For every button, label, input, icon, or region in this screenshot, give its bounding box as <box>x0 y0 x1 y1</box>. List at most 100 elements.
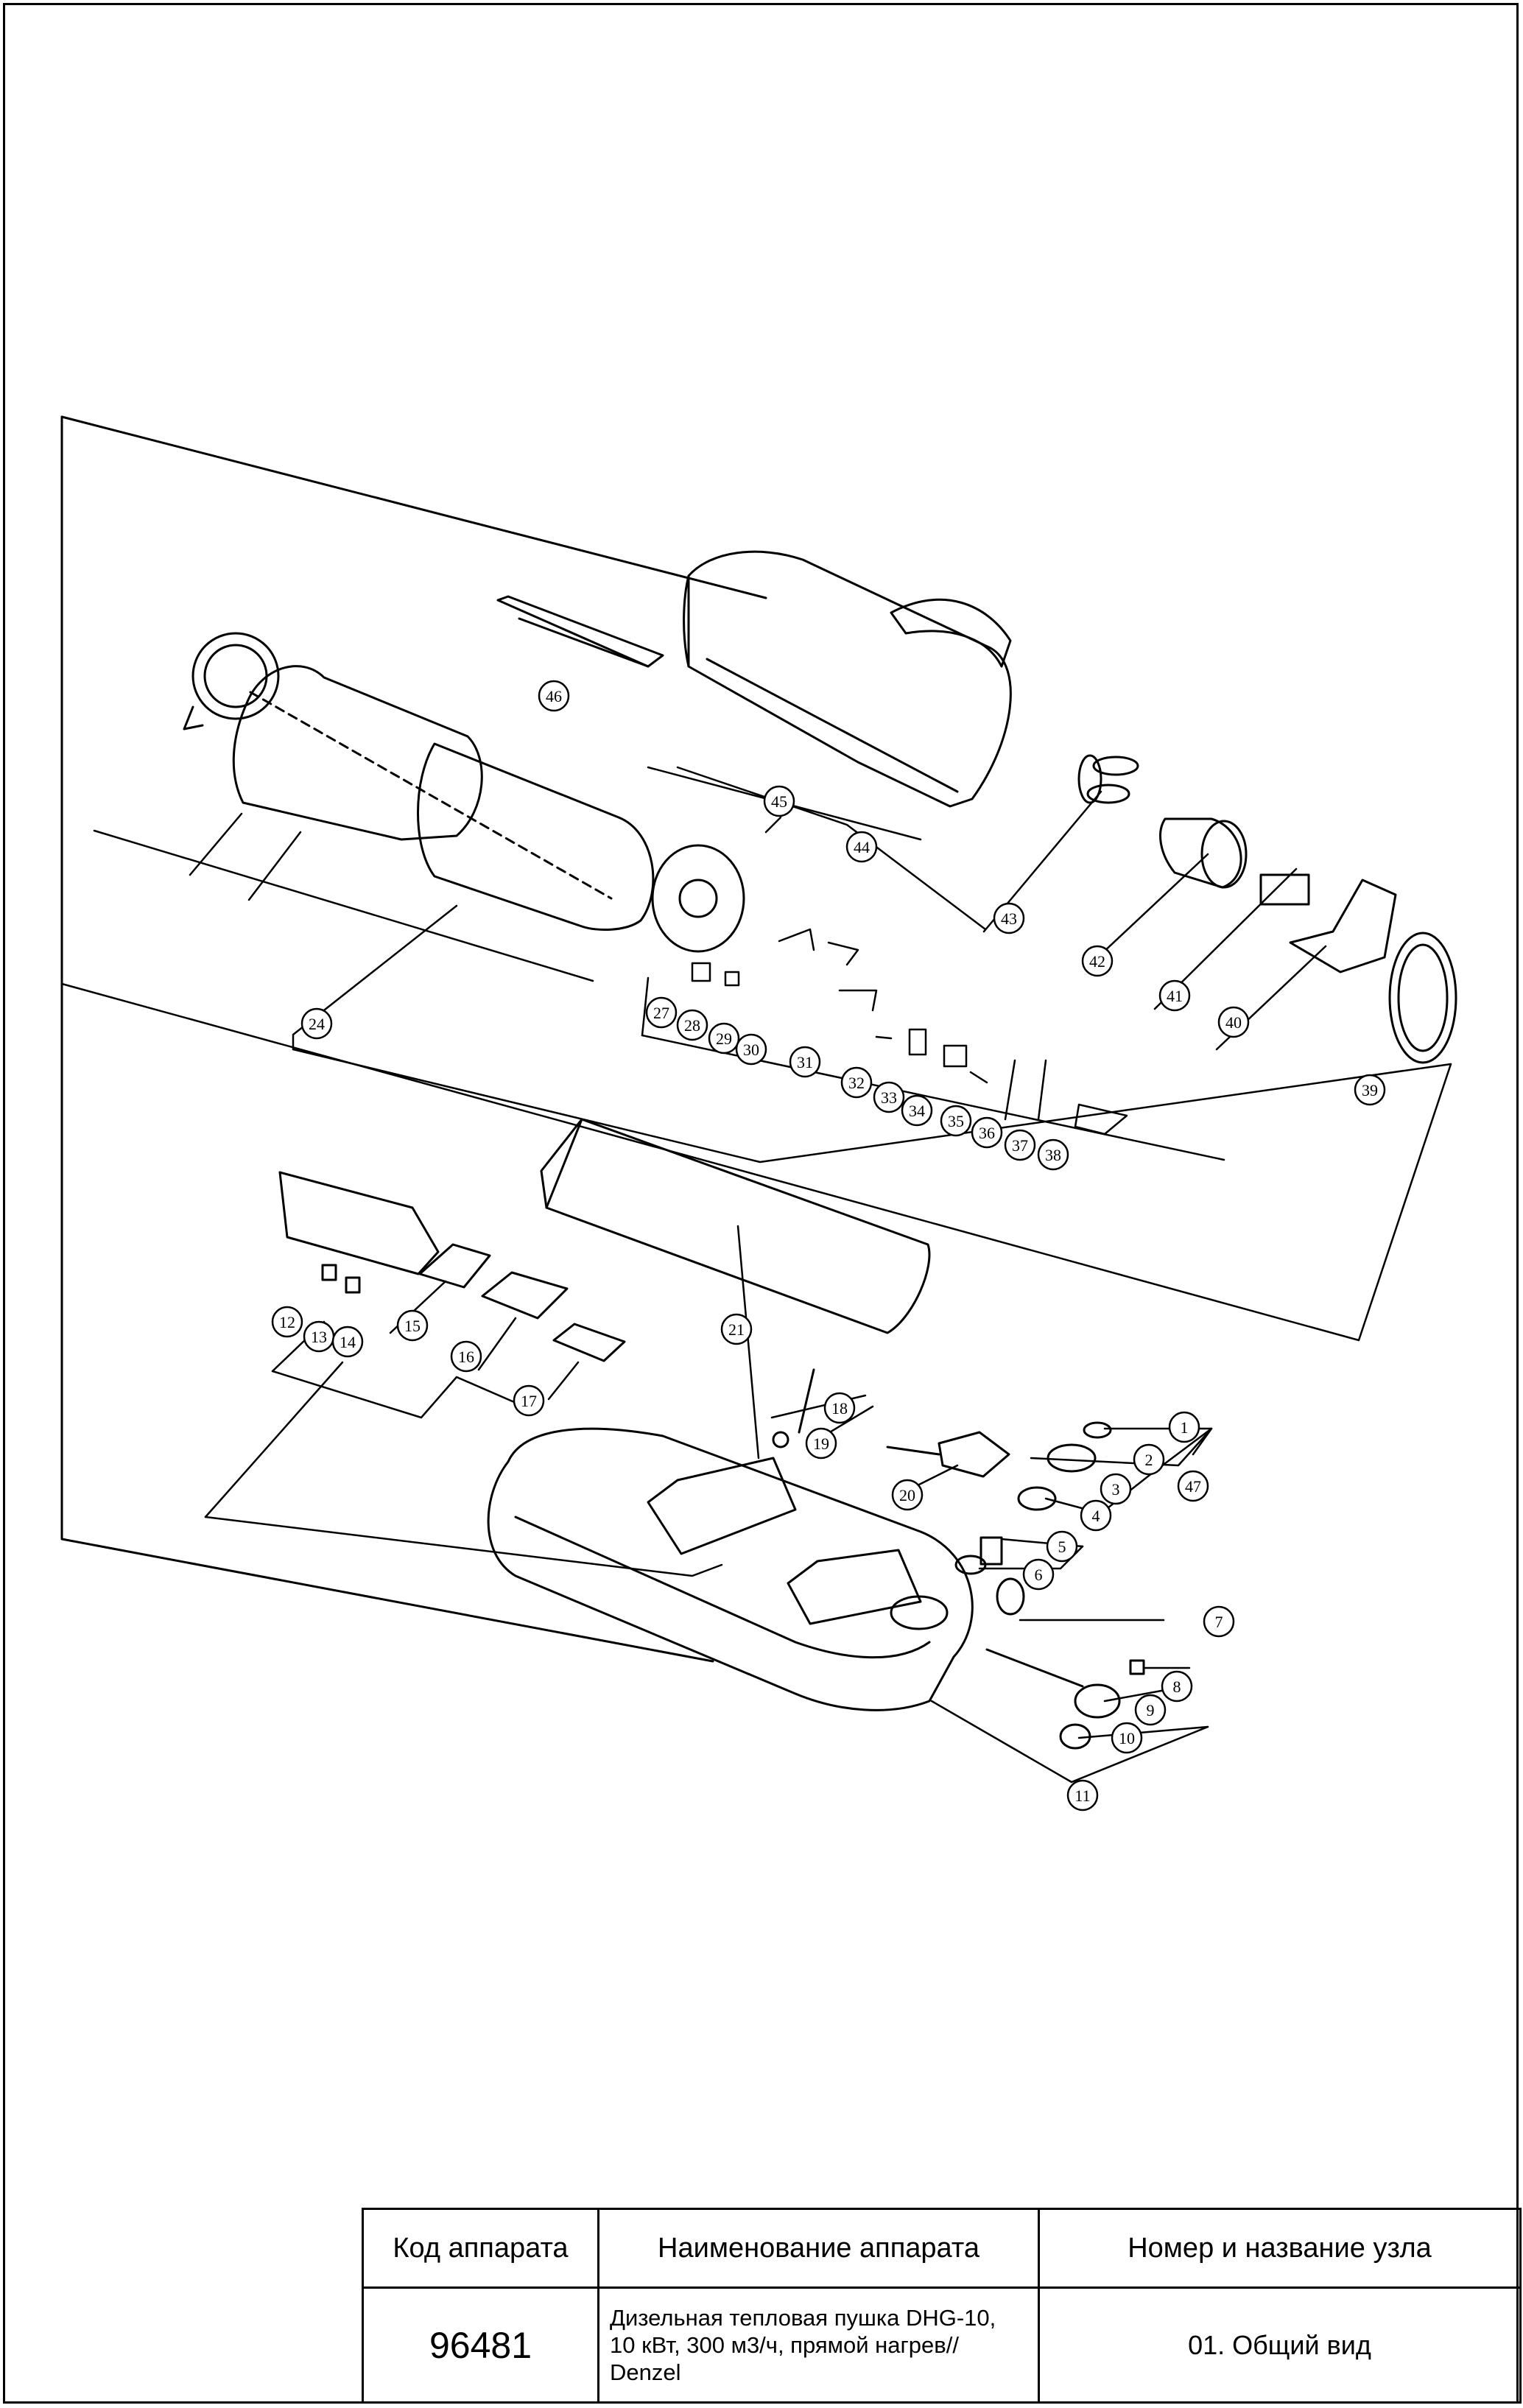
outer-cover-icon <box>683 550 1012 808</box>
callout-circle <box>1158 979 1191 1012</box>
callout-circle <box>1111 1722 1143 1754</box>
callout-number: 31 <box>797 1053 813 1071</box>
unit-name: 01. Общий вид <box>1038 2286 1522 2404</box>
callout-number: 1 <box>1181 1418 1189 1437</box>
callout-34: 34 <box>901 1094 933 1127</box>
callout-11: 11 <box>1066 1779 1099 1812</box>
front-ring-icon <box>183 632 280 731</box>
callout-31: 31 <box>789 1046 821 1078</box>
callout-number: 42 <box>1089 952 1105 971</box>
callout-number: 9 <box>1147 1701 1155 1719</box>
callout-number: 15 <box>404 1317 421 1335</box>
callout-circle <box>789 1046 821 1078</box>
callout-16: 16 <box>450 1340 482 1373</box>
callout-7: 7 <box>1203 1605 1235 1638</box>
callout-number: 20 <box>899 1486 915 1504</box>
callout-number: 17 <box>521 1392 537 1410</box>
callout-number: 13 <box>311 1328 327 1346</box>
callout-number: 24 <box>309 1015 325 1033</box>
fuel-tank-icon <box>487 1427 974 1711</box>
callout-circle <box>708 1022 740 1055</box>
callout-15: 15 <box>396 1309 429 1342</box>
callout-number: 45 <box>771 792 787 811</box>
top-bracket-icon <box>496 595 664 668</box>
callout-circle <box>1080 1499 1112 1532</box>
callout-circle <box>1217 1006 1250 1038</box>
callout-number: 11 <box>1074 1786 1090 1805</box>
callout-44: 44 <box>845 831 878 863</box>
callout-circle <box>396 1309 429 1342</box>
rear-plate-icon <box>651 844 745 953</box>
callout-circle <box>891 1479 924 1511</box>
callout-37: 37 <box>1004 1129 1036 1161</box>
callout-28: 28 <box>676 1009 708 1041</box>
callout-30: 30 <box>735 1033 767 1066</box>
callout-number: 33 <box>881 1088 897 1107</box>
callout-33: 33 <box>873 1081 905 1113</box>
callout-number: 2 <box>1145 1451 1153 1469</box>
callout-29: 29 <box>708 1022 740 1055</box>
callout-12: 12 <box>271 1306 303 1338</box>
callout-number: 14 <box>340 1333 356 1351</box>
callout-13: 13 <box>303 1320 335 1353</box>
assembly-outline <box>60 415 714 1663</box>
lower-shell-icon <box>540 1118 931 1334</box>
callout-circle <box>720 1313 753 1345</box>
callout-3: 3 <box>1100 1473 1132 1505</box>
callout-circle <box>1203 1605 1235 1638</box>
drawing-sheet <box>3 3 1519 2404</box>
callout-circle <box>1100 1473 1132 1505</box>
callout-5: 5 <box>1046 1530 1078 1563</box>
callout-circle <box>1134 1694 1167 1726</box>
callout-number: 39 <box>1362 1081 1378 1099</box>
photocell-icon <box>772 1368 815 1448</box>
callout-circle <box>971 1116 1003 1149</box>
callout-circle <box>331 1326 364 1358</box>
callout-circle <box>840 1066 873 1099</box>
pump-icon <box>886 1431 1010 1478</box>
callout-circle <box>845 831 878 863</box>
fuel-filter-icon <box>954 1536 1025 1616</box>
callout-circle <box>823 1392 856 1424</box>
callout-number: 40 <box>1225 1013 1242 1032</box>
callout-circle <box>1022 1558 1055 1591</box>
callout-38: 38 <box>1037 1138 1069 1171</box>
callout-number: 43 <box>1001 909 1017 928</box>
callout-circle <box>450 1340 482 1373</box>
callout-number: 36 <box>979 1124 995 1142</box>
assembly-outline-top <box>60 415 767 599</box>
callout-circle <box>1133 1443 1165 1476</box>
callout-36: 36 <box>971 1116 1003 1149</box>
combustion-chamber-icon <box>232 665 655 932</box>
callout-19: 19 <box>805 1427 837 1460</box>
callout-number: 18 <box>831 1399 848 1418</box>
callout-39: 39 <box>1354 1074 1386 1106</box>
callout-circle <box>676 1009 708 1041</box>
callout-21: 21 <box>720 1313 753 1345</box>
fan-icon <box>1077 754 1139 804</box>
callout-1: 1 <box>1168 1411 1200 1443</box>
callout-number: 28 <box>684 1016 700 1035</box>
callout-circle <box>735 1033 767 1066</box>
callout-number: 46 <box>546 687 562 705</box>
callout-number: 47 <box>1185 1477 1201 1496</box>
spark-plug-icon <box>985 1648 1145 1719</box>
callout-18: 18 <box>823 1392 856 1424</box>
lower-assembly-brackets <box>204 1225 1213 1784</box>
callout-number: 37 <box>1012 1136 1028 1155</box>
callout-42: 42 <box>1081 945 1114 977</box>
callout-number: 8 <box>1173 1677 1181 1696</box>
callout-40: 40 <box>1217 1006 1250 1038</box>
callout-45: 45 <box>763 785 795 817</box>
carry-handle-icon <box>890 598 1012 668</box>
callout-circle <box>901 1094 933 1127</box>
callout-circle <box>1004 1129 1036 1161</box>
callout-46: 46 <box>538 680 570 712</box>
callout-circle <box>763 785 795 817</box>
callout-number: 38 <box>1045 1146 1061 1164</box>
device-name: Дизельная тепловая пушка DHG-10, 10 кВт,… <box>597 2286 1040 2404</box>
device-code: 96481 <box>362 2286 599 2404</box>
callout-number: 10 <box>1119 1729 1135 1747</box>
